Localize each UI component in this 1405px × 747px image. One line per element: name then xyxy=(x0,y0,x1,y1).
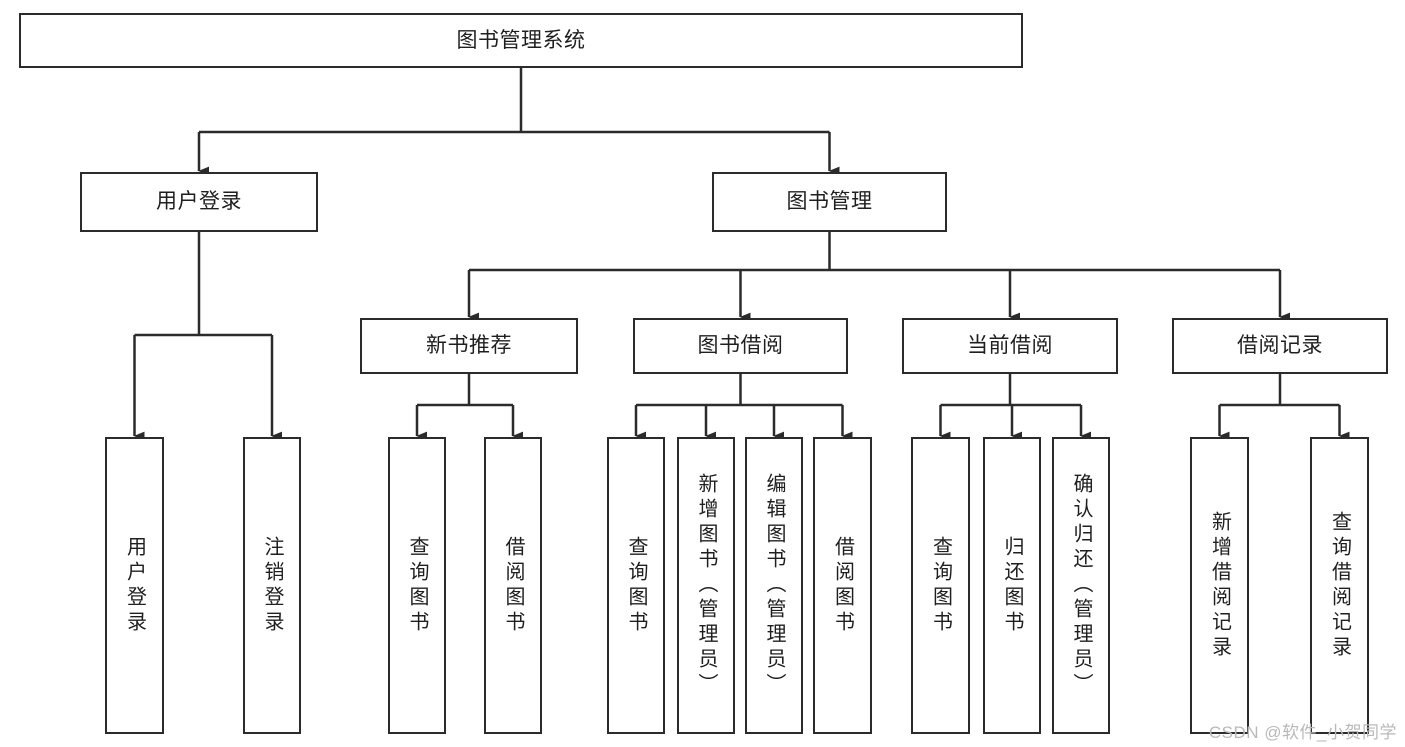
node-label: 新增图书（管理员） xyxy=(695,473,717,698)
node-label: 确认归还（管理员） xyxy=(1070,473,1092,698)
node-label: 借阅记录 xyxy=(1237,334,1323,358)
node-label: 查询借阅记录 xyxy=(1328,510,1351,661)
node-label: 编辑图书（管理员） xyxy=(763,473,785,698)
node-label: 图书管理 xyxy=(786,190,873,214)
node-new-book-rec[interactable]: 新书推荐 xyxy=(360,318,578,374)
node-label: 新增借阅记录 xyxy=(1208,510,1231,661)
node-leaf-login[interactable]: 用户登录 xyxy=(105,437,164,734)
node-label: 注销登录 xyxy=(261,535,283,636)
node-label: 新书推荐 xyxy=(426,334,512,358)
node-root[interactable]: 图书管理系统 xyxy=(19,13,1023,68)
node-leaf-query-1[interactable]: 查询图书 xyxy=(388,437,446,734)
node-leaf-confirm[interactable]: 确认归还（管理员） xyxy=(1052,437,1110,734)
node-label: 图书管理系统 xyxy=(456,28,586,52)
node-label: 图书借阅 xyxy=(697,334,784,358)
node-label: 用户登录 xyxy=(156,190,242,214)
node-label: 当前借阅 xyxy=(967,334,1053,358)
node-label: 查询图书 xyxy=(929,535,952,636)
node-current-borrow[interactable]: 当前借阅 xyxy=(902,318,1118,374)
node-leaf-query-rec[interactable]: 查询借阅记录 xyxy=(1310,437,1369,734)
node-leaf-query-3[interactable]: 查询图书 xyxy=(911,437,970,734)
node-leaf-add-rec[interactable]: 新增借阅记录 xyxy=(1190,437,1249,734)
node-label: 借阅图书 xyxy=(831,535,854,636)
node-label: 借阅图书 xyxy=(502,535,524,636)
node-label: 查询图书 xyxy=(406,535,428,636)
node-leaf-edit-book[interactable]: 编辑图书（管理员） xyxy=(745,437,803,734)
node-leaf-add-book[interactable]: 新增图书（管理员） xyxy=(677,437,735,734)
node-book-borrow[interactable]: 图书借阅 xyxy=(633,318,848,374)
node-borrow-record[interactable]: 借阅记录 xyxy=(1172,318,1388,374)
node-label: 查询图书 xyxy=(625,535,647,636)
node-book-manage[interactable]: 图书管理 xyxy=(712,172,947,232)
node-leaf-borrow-2[interactable]: 借阅图书 xyxy=(813,437,872,734)
node-leaf-return[interactable]: 归还图书 xyxy=(983,437,1041,734)
node-leaf-borrow-1[interactable]: 借阅图书 xyxy=(484,437,542,734)
node-user-login[interactable]: 用户登录 xyxy=(80,172,318,232)
node-label: 用户登录 xyxy=(123,535,146,636)
node-leaf-query-2[interactable]: 查询图书 xyxy=(607,437,665,734)
node-label: 归还图书 xyxy=(1001,535,1023,636)
node-leaf-logout[interactable]: 注销登录 xyxy=(243,437,301,734)
